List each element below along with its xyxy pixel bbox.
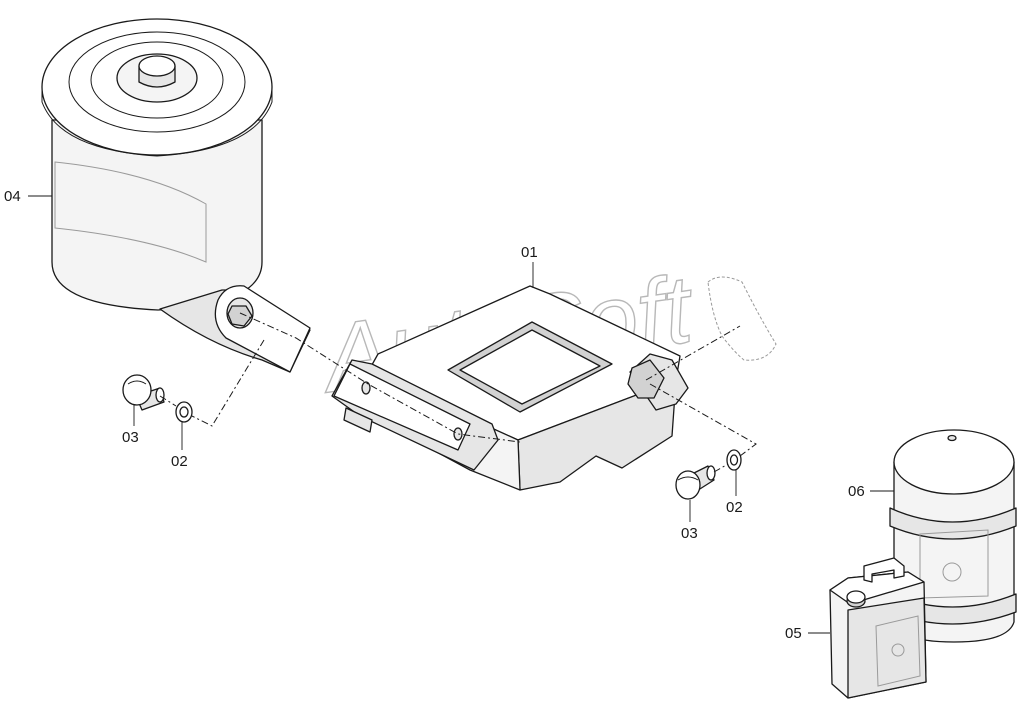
part-01-bracket	[331, 285, 689, 491]
callout-02-right: 02	[726, 499, 743, 516]
part-02-washer-right	[726, 449, 742, 471]
callout-labels: 04 01 03 02 03 02 06 05	[4, 188, 865, 642]
leader-lines	[28, 195, 894, 634]
callout-02-left: 02	[171, 453, 188, 470]
callout-03-left: 03	[122, 429, 139, 446]
part-04-canister	[41, 18, 311, 373]
part-03-bolt-left	[122, 374, 165, 411]
part-03-bolt-right	[675, 465, 716, 500]
callout-01: 01	[521, 244, 538, 261]
part-05-jerrycan	[829, 557, 927, 699]
assembly-axes	[159, 312, 757, 473]
callout-06: 06	[848, 483, 865, 500]
callout-04: 04	[4, 188, 21, 205]
part-02-washer-left	[175, 401, 193, 423]
callout-03-right: 03	[681, 525, 698, 542]
callout-05: 05	[785, 625, 802, 642]
phantom-mount	[707, 276, 777, 361]
